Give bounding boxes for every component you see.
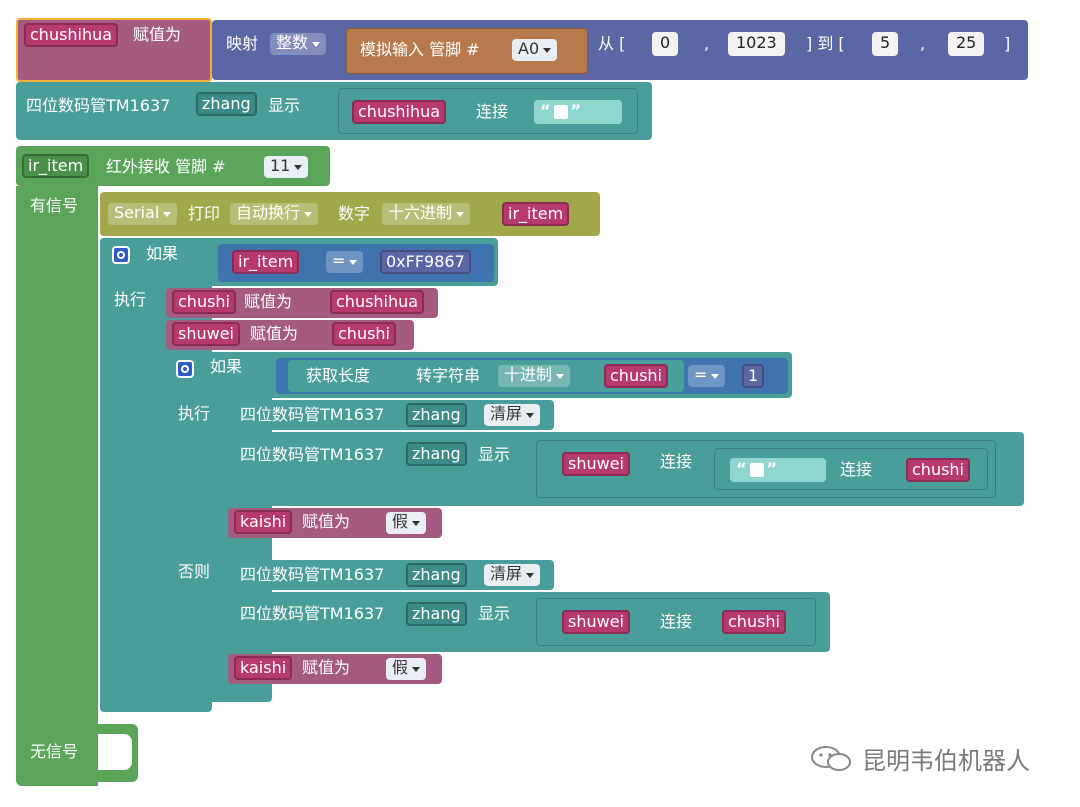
clear1-name[interactable]: zhang bbox=[406, 403, 467, 427]
if1-var[interactable]: ir_item bbox=[232, 250, 300, 274]
assign3-label: 赋值为 bbox=[250, 324, 299, 343]
if2-var[interactable]: chushi bbox=[604, 364, 668, 388]
display3-label: 四位数码管TM1637 bbox=[240, 604, 385, 623]
if1-op-dropdown[interactable]: = bbox=[326, 251, 364, 273]
clear1-action-dropdown[interactable]: 清屏 bbox=[484, 404, 541, 426]
map-to-low[interactable]: 5 bbox=[872, 32, 899, 56]
map-from-low[interactable]: 0 bbox=[652, 32, 679, 56]
if2-tostr-label: 转字符串 bbox=[416, 366, 481, 385]
assign-label: 赋值为 bbox=[133, 25, 182, 44]
map-to-high[interactable]: 25 bbox=[948, 32, 985, 56]
display1-action: 显示 bbox=[268, 96, 301, 115]
gear-icon[interactable] bbox=[112, 246, 130, 264]
wechat-icon bbox=[811, 746, 851, 771]
empty-text-block-1[interactable]: “” bbox=[534, 100, 622, 124]
map-type-dropdown[interactable]: 整数 bbox=[270, 33, 327, 55]
ir-pin-dropdown[interactable]: 11 bbox=[264, 156, 309, 178]
display2-label: 四位数码管TM1637 bbox=[240, 445, 385, 464]
serial-mode-dropdown[interactable]: 自动换行 bbox=[230, 203, 319, 225]
clear2-name[interactable]: zhang bbox=[406, 563, 467, 587]
display1-label: 四位数码管TM1637 bbox=[26, 96, 171, 115]
assign4-value-dropdown[interactable]: 假 bbox=[386, 512, 427, 534]
display2-concat: 连接 bbox=[660, 452, 693, 471]
display2-var2[interactable]: chushi bbox=[906, 458, 970, 482]
map-label: 映射 bbox=[226, 34, 259, 53]
display3-concat: 连接 bbox=[660, 612, 693, 631]
if2-label: 如果 bbox=[210, 357, 243, 376]
display2-name[interactable]: zhang bbox=[406, 442, 467, 466]
ir-has-signal-label: 有信号 bbox=[30, 196, 79, 215]
display1-var[interactable]: chushihua bbox=[352, 100, 447, 124]
assign5-value-dropdown[interactable]: 假 bbox=[386, 658, 427, 680]
map-from-high[interactable]: 1023 bbox=[728, 32, 785, 56]
display1-name[interactable]: zhang bbox=[196, 92, 257, 116]
watermark-text: 昆明韦伯机器人 bbox=[862, 747, 1030, 775]
serial-num-label: 数字 bbox=[338, 204, 371, 223]
clear2-label: 四位数码管TM1637 bbox=[240, 565, 385, 584]
analog-pin-dropdown[interactable]: A0 bbox=[512, 39, 558, 61]
assign2-var[interactable]: chushi bbox=[172, 290, 236, 314]
display3-var1[interactable]: shuwei bbox=[562, 610, 630, 634]
map-from-label: 从 [ bbox=[598, 34, 626, 53]
map-end-label: ] bbox=[1004, 34, 1011, 53]
if1-value[interactable]: 0xFF9867 bbox=[380, 250, 471, 274]
serial-print-label: 打印 bbox=[188, 204, 221, 223]
assign5-var[interactable]: kaishi bbox=[234, 656, 293, 680]
ir-label: 红外接收 管脚 # bbox=[106, 157, 226, 176]
ir-no-signal-notch bbox=[98, 734, 132, 770]
empty-text-block-2[interactable]: “” bbox=[730, 458, 826, 482]
assign4-var[interactable]: kaishi bbox=[234, 510, 293, 534]
serial-base-dropdown[interactable]: 十六进制 bbox=[382, 203, 471, 225]
if2-then-label: 执行 bbox=[178, 404, 211, 423]
assign4-label: 赋值为 bbox=[302, 512, 351, 531]
display2-var1[interactable]: shuwei bbox=[562, 452, 630, 476]
var-chushihua[interactable]: chushihua bbox=[24, 23, 119, 47]
display3-name[interactable]: zhang bbox=[406, 602, 467, 626]
assign3-value[interactable]: chushi bbox=[332, 322, 396, 346]
ir-body-rail bbox=[16, 186, 98, 786]
clear1-label: 四位数码管TM1637 bbox=[240, 405, 385, 424]
serial-var[interactable]: ir_item bbox=[502, 202, 570, 226]
gear-icon[interactable] bbox=[176, 360, 194, 378]
if1-label: 如果 bbox=[146, 244, 179, 263]
display3-var2[interactable]: chushi bbox=[722, 610, 786, 634]
if1-then-label: 执行 bbox=[114, 290, 147, 309]
ir-no-signal-label: 无信号 bbox=[30, 742, 79, 761]
display1-concat: 连接 bbox=[476, 102, 509, 121]
display2-action: 显示 bbox=[478, 445, 511, 464]
ir-var[interactable]: ir_item bbox=[22, 154, 90, 178]
clear2-action-dropdown[interactable]: 清屏 bbox=[484, 564, 541, 586]
if2-base-dropdown[interactable]: 十进制 bbox=[498, 365, 571, 387]
display3-action: 显示 bbox=[478, 604, 511, 623]
assign5-label: 赋值为 bbox=[302, 658, 351, 677]
assign2-value[interactable]: chushihua bbox=[330, 290, 425, 314]
map-to-label: ] 到 [ bbox=[806, 34, 845, 53]
assign3-var[interactable]: shuwei bbox=[172, 322, 240, 346]
display2-concat-2: 连接 bbox=[840, 460, 873, 479]
if2-else-label: 否则 bbox=[178, 562, 211, 581]
if2-op-dropdown[interactable]: = bbox=[688, 365, 726, 387]
assign2-label: 赋值为 bbox=[244, 292, 293, 311]
if2-value[interactable]: 1 bbox=[742, 364, 765, 388]
map-sep-1: , bbox=[704, 34, 710, 53]
serial-port-dropdown[interactable]: Serial bbox=[108, 203, 178, 225]
analog-input-label: 模拟输入 管脚 # bbox=[360, 40, 480, 59]
map-sep-2: , bbox=[920, 34, 926, 53]
if2-len-label: 获取长度 bbox=[306, 366, 371, 385]
